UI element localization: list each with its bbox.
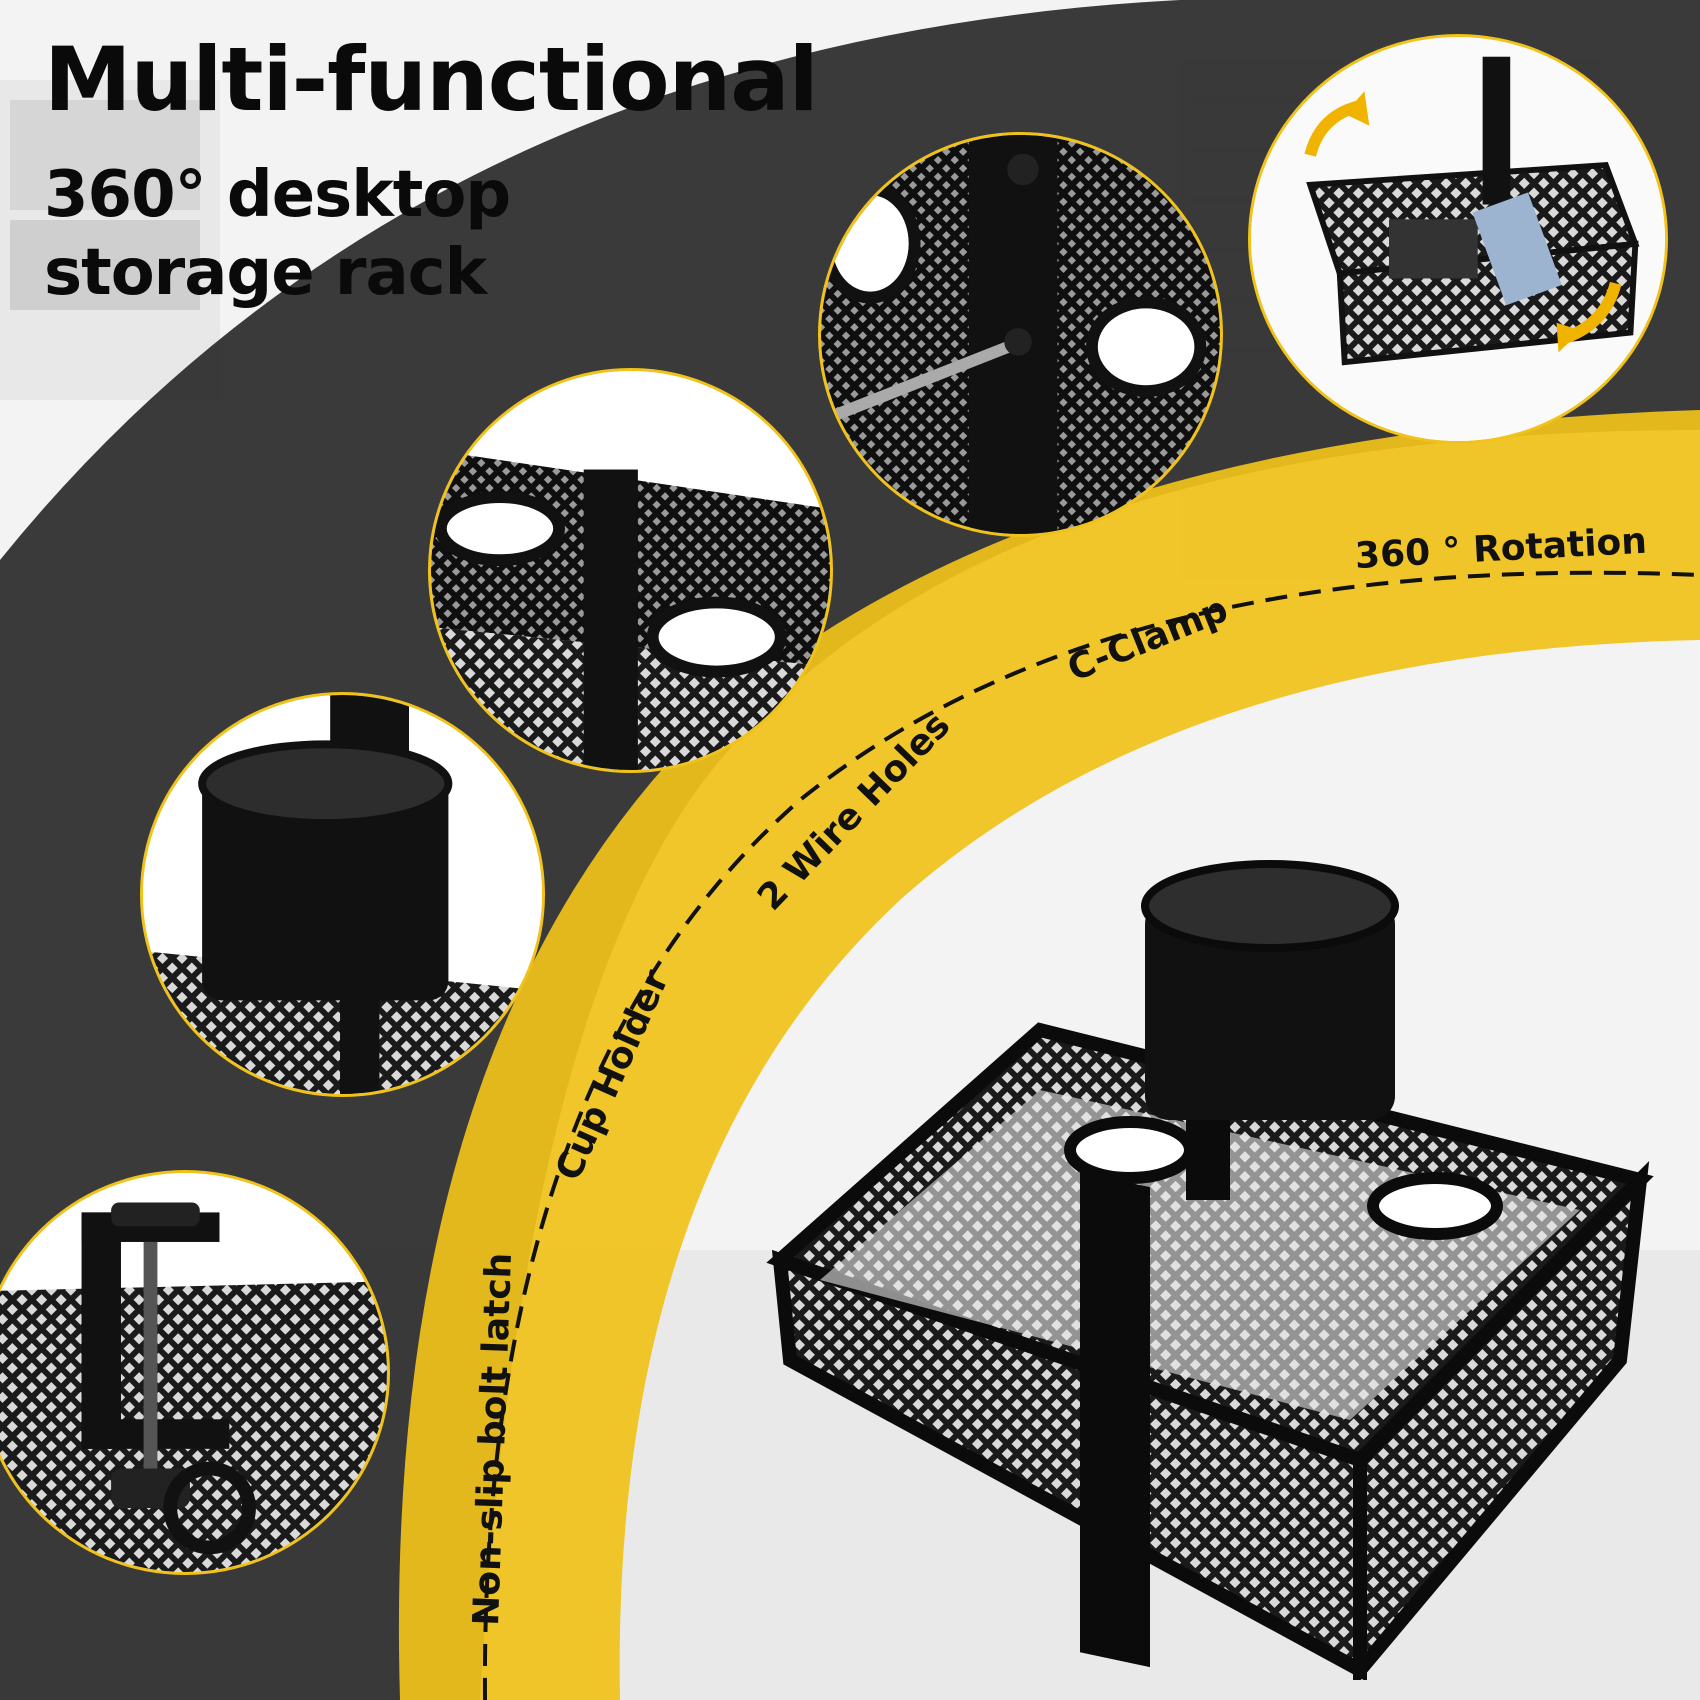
rotation-detail-image <box>1248 34 1668 444</box>
headline-subtitle-line1: 360° desktop <box>44 158 511 232</box>
storage-rack-product <box>766 860 1654 1680</box>
c-clamp-detail-image <box>818 132 1223 537</box>
cup-holder-cup <box>1141 860 1399 1120</box>
center-divider <box>1080 1172 1150 1668</box>
bolt-latch-detail-image <box>0 1170 390 1575</box>
cup-holder-detail-image <box>140 692 545 1097</box>
headline-title: Multi-functional <box>44 28 819 131</box>
headline-subtitle-line2: storage rack <box>44 236 487 310</box>
basket-mesh <box>766 1022 1654 1680</box>
